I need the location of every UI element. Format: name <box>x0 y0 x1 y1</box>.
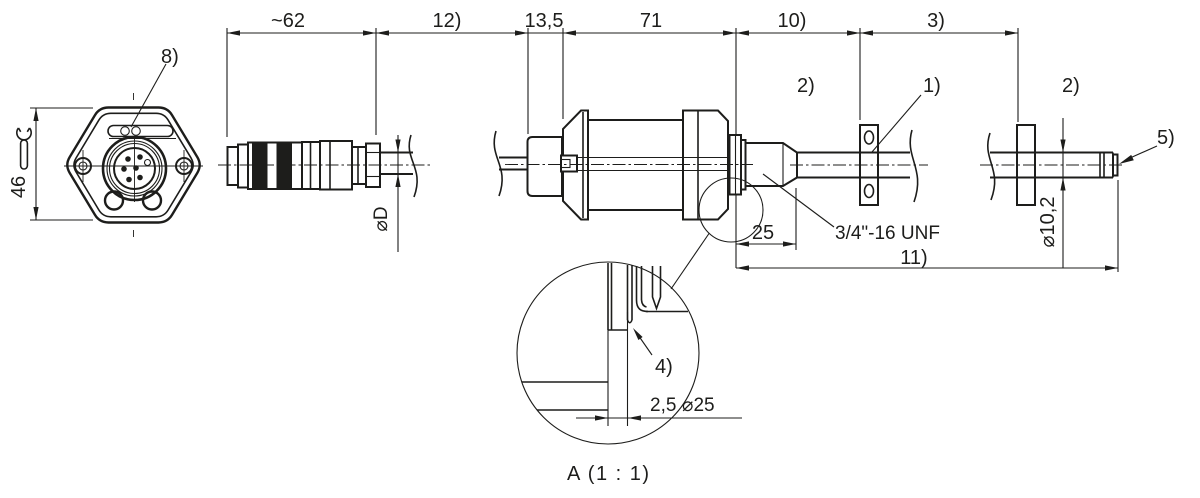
detail-caption: A (1 : 1) <box>567 463 651 485</box>
dim-rod-diameter: ⌀10,2 <box>1037 118 1066 268</box>
dim-hex-width: 46 <box>8 176 30 198</box>
label-item-8: 8) <box>161 46 179 68</box>
wrench-icon <box>16 127 32 170</box>
dim-detail-gap: 2,5 ⌀25 <box>576 312 742 426</box>
cable-break <box>408 134 418 198</box>
dim-gap-label: 2,5 <box>650 395 676 416</box>
label-item-5: 5) <box>1157 127 1175 149</box>
dim-cable-diameter: ⌀D <box>371 135 401 252</box>
rod-break <box>987 132 996 201</box>
label-item-2-right: 2) <box>1062 75 1080 97</box>
bottom-hole-right <box>141 190 163 211</box>
flange-face-view: 46 8) <box>8 46 203 237</box>
dim-cable-dia-label: ⌀D <box>371 206 392 231</box>
connection-boss <box>526 136 563 197</box>
dim-boss-length: 13,5 <box>525 10 564 32</box>
sensor-body-side-view <box>493 109 798 290</box>
bottom-hole-left <box>103 190 125 211</box>
dim-11: 11) <box>736 180 1119 272</box>
dim-thread-length: 25 <box>752 222 774 244</box>
dim-body-length: 71 <box>640 10 662 32</box>
label-item-2-left: 2) <box>797 75 815 97</box>
knurl-band <box>252 143 268 188</box>
dim-connector-length: ~62 <box>271 10 305 32</box>
dim-detail-dia-label: ⌀25 <box>682 395 715 416</box>
label-item-1: 1) <box>923 75 941 97</box>
cable-break <box>493 130 503 197</box>
detail-view-a: 2,5 ⌀25 4) A (1 : 1) <box>516 261 742 485</box>
cable-connector-side-view: ⌀D <box>226 134 418 252</box>
dim-rod-dia-label: ⌀10,2 <box>1037 197 1059 248</box>
body-right-cap <box>682 109 729 221</box>
detail-circle <box>516 261 700 445</box>
sensing-rod: 25 3/4"-16 UNF 11) ⌀10,2 1) 2) 2) 5) <box>736 75 1175 272</box>
hex-inner-contour <box>73 112 194 218</box>
dim-ref-3: 3) <box>927 10 945 32</box>
top-dimension-chain: ~62 12) 13,5 71 10) 3) <box>226 10 1019 268</box>
knurl-band <box>276 143 292 188</box>
dim-25: 25 <box>736 188 797 250</box>
rod-break <box>909 129 919 203</box>
centerlines <box>218 164 1125 166</box>
hex-flange-outline <box>66 106 201 224</box>
dim-ref-12: 12) <box>433 10 462 32</box>
thread-spec: 3/4"-16 UNF <box>835 223 940 244</box>
body-latch-detail <box>560 154 578 173</box>
dim-ref-11: 11) <box>900 247 927 269</box>
label-item-4: 4) <box>655 356 673 378</box>
dim-46: 46 <box>8 107 93 221</box>
dim-ref-10: 10) <box>778 10 807 32</box>
detail-reference-circle <box>698 177 764 243</box>
